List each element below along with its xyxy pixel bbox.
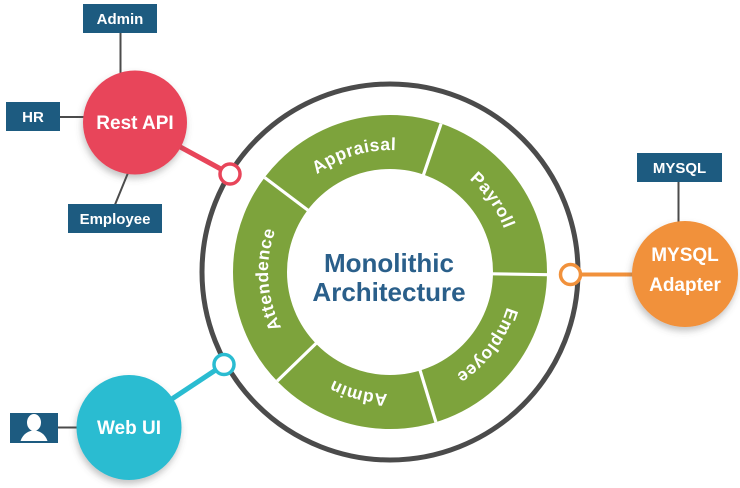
center-title-line2: Architecture [312, 277, 465, 307]
node-web-ui [76, 375, 182, 480]
box-employee [68, 204, 162, 233]
box-admin-label: Admin [97, 11, 144, 28]
divider-payroll-employee [491, 272, 548, 277]
box-mysql-label: MYSQL [653, 160, 706, 177]
node-mysql-adapter-label-line2: Adapter [649, 275, 721, 296]
monolith-donut [233, 115, 547, 429]
user-icon [20, 414, 48, 441]
box-hr-label: HR [22, 109, 44, 126]
node-mysql-adapter [632, 221, 738, 327]
divider-appraisal-payroll [421, 123, 443, 177]
connector-adapter [558, 262, 583, 287]
box-mysql [637, 153, 722, 182]
box-employee-label: Employee [80, 211, 151, 228]
box-user [10, 413, 58, 443]
node-rest-api [83, 70, 187, 175]
node-web-ui-label: Web UI [97, 418, 161, 439]
node-mysql-adapter-label-line1: MYSQL [651, 245, 719, 266]
connector-restapi [218, 162, 242, 186]
divider-admin-attendence [275, 341, 318, 383]
center-title-line1: Monolithic [324, 248, 454, 278]
segment-dividers [263, 123, 548, 423]
divider-employee-admin [418, 369, 438, 423]
connector-webui [212, 352, 236, 377]
box-admin [83, 4, 157, 33]
divider-attendence-appraisal [263, 176, 310, 212]
node-rest-api-label: Rest API [96, 113, 173, 134]
box-hr [6, 102, 60, 131]
